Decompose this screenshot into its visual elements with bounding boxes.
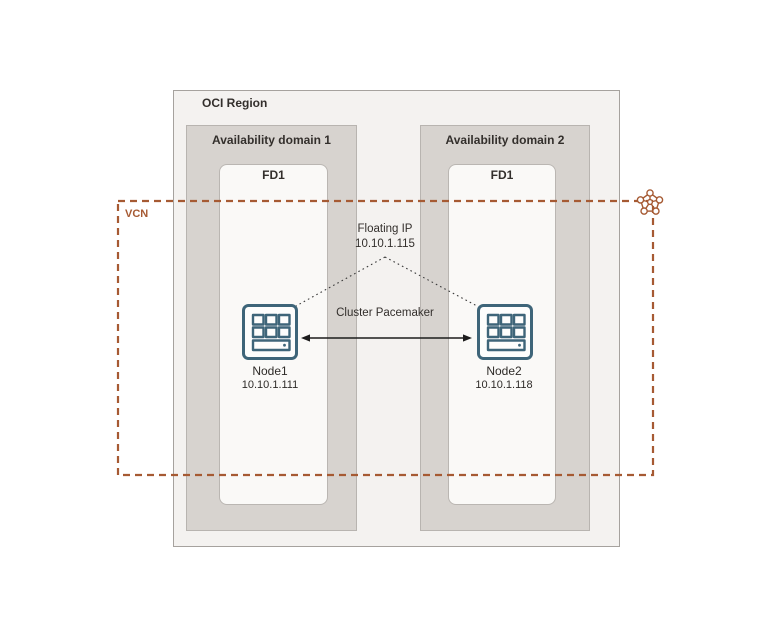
fault-domain-1-box-ad1	[219, 164, 328, 505]
fault-domain-1-label-ad2: FD1	[490, 168, 514, 182]
availability-domain-1-label: Availability domain 1	[212, 133, 331, 147]
floating-ip-address: 10.10.1.115	[355, 238, 415, 250]
floating-ip-title: Floating IP	[357, 223, 413, 235]
fault-domain-1-box-ad2	[448, 164, 556, 505]
node2-ip: 10.10.1.118	[475, 379, 533, 391]
floating-ip-annotation: Floating IP 10.10.1.115	[325, 222, 445, 252]
vcn-network-icon	[636, 189, 664, 215]
node1-name: Node1	[252, 364, 288, 378]
availability-domain-2-label: Availability domain 2	[445, 133, 565, 147]
fault-domain-1-label-ad1: FD1	[262, 168, 285, 182]
node1-ip: 10.10.1.111	[241, 379, 299, 391]
vcn-label: VCN	[125, 208, 149, 220]
oci-region-label: OCI Region	[202, 96, 268, 110]
node1-caption: Node1 10.10.1.111	[215, 364, 325, 392]
node2-caption: Node2 10.10.1.118	[449, 364, 559, 392]
cluster-pacemaker-label: Cluster Pacemaker	[336, 307, 434, 319]
node2-name: Node2	[486, 364, 522, 378]
